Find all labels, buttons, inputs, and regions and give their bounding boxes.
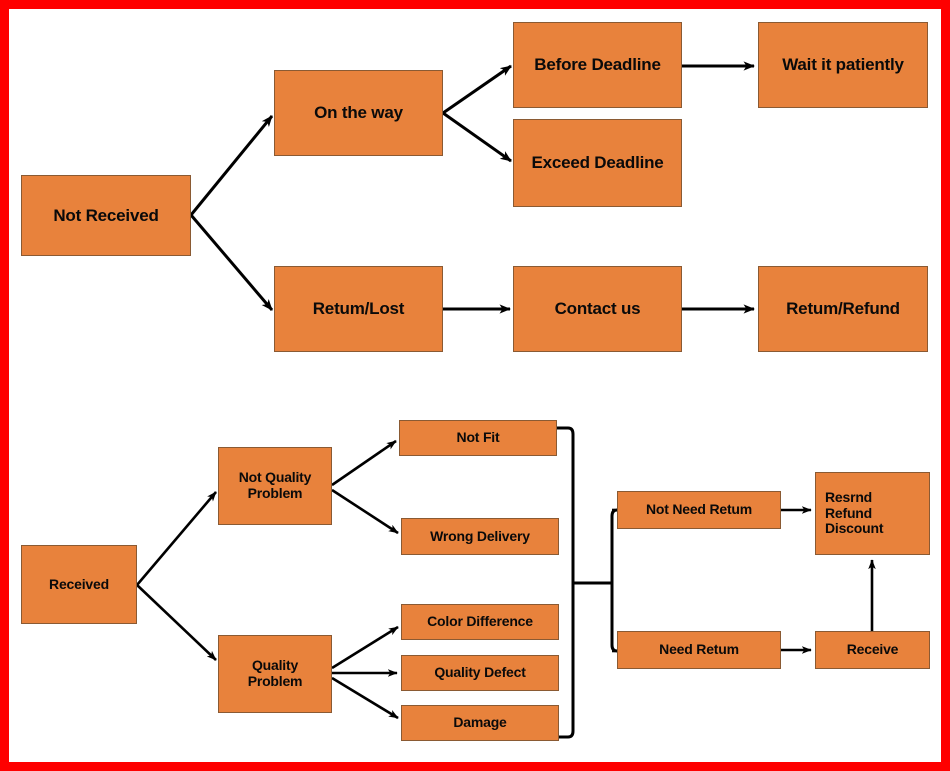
edge-notreceived-returnlost xyxy=(189,214,274,311)
node-label: Before Deadline xyxy=(534,55,661,75)
node-label: Receive xyxy=(846,641,899,658)
node-need-return[interactable]: Need Retum xyxy=(617,631,781,669)
split-bracket-right xyxy=(610,508,622,653)
node-label: Retum/Lost xyxy=(312,299,405,319)
node-resend-refund-discount[interactable]: Resrnd Refund Discount xyxy=(815,472,930,555)
node-label: Resrnd Refund Discount xyxy=(825,488,884,537)
node-label: Retum/Refund xyxy=(786,299,900,319)
node-quality-problem[interactable]: Quality Problem xyxy=(218,635,332,713)
node-quality-defect[interactable]: Quality Defect xyxy=(401,655,559,691)
node-return-refund[interactable]: Retum/Refund xyxy=(758,266,928,352)
edge-ontheway-exceeddeadline xyxy=(442,111,512,163)
node-damage[interactable]: Damage xyxy=(401,705,559,741)
node-wait-it-patiently[interactable]: Wait it patiently xyxy=(758,22,928,108)
node-label: Need Retum xyxy=(659,641,739,658)
edge-quality-damage xyxy=(331,676,399,720)
edge-ontheway-beforedeadline xyxy=(442,64,512,115)
node-label: Not Received xyxy=(53,205,159,225)
node-not-received[interactable]: Not Received xyxy=(21,175,191,256)
node-label: Quality Problem xyxy=(247,657,303,689)
merge-bracket-left xyxy=(557,426,575,739)
node-label: Not Fit xyxy=(456,429,500,446)
node-label: Wrong Delivery xyxy=(430,527,530,544)
node-label: Received xyxy=(49,575,109,592)
node-received[interactable]: Received xyxy=(21,545,137,624)
edge-notreceived-ontheway xyxy=(189,115,274,216)
node-label: Not Need Retum xyxy=(645,501,753,518)
node-contact-us[interactable]: Contact us xyxy=(513,266,682,352)
node-before-deadline[interactable]: Before Deadline xyxy=(513,22,682,108)
node-color-difference[interactable]: Color Difference xyxy=(401,604,559,640)
edge-notquality-wrongdelivery xyxy=(331,488,399,535)
node-return-lost[interactable]: Retum/Lost xyxy=(274,266,443,352)
node-label: Quality Defect xyxy=(434,664,526,681)
edge-quality-colordifference xyxy=(331,625,399,670)
node-label: On the way xyxy=(314,103,403,123)
node-receive[interactable]: Receive xyxy=(815,631,930,669)
node-label: Damage xyxy=(453,714,507,731)
node-not-fit[interactable]: Not Fit xyxy=(399,420,557,456)
node-wrong-delivery[interactable]: Wrong Delivery xyxy=(401,518,559,555)
node-label: Not Quality Problem xyxy=(238,469,312,501)
edge-received-notquality xyxy=(136,491,217,586)
edge-notquality-notfit xyxy=(331,439,397,487)
node-label: Contact us xyxy=(554,299,641,319)
node-exceed-deadline[interactable]: Exceed Deadline xyxy=(513,119,682,207)
node-not-need-return[interactable]: Not Need Retum xyxy=(617,491,781,529)
node-not-quality-problem[interactable]: Not Quality Problem xyxy=(218,447,332,525)
node-label: Exceed Deadline xyxy=(531,153,664,173)
node-label: Color Difference xyxy=(427,613,533,630)
node-label: Wait it patiently xyxy=(782,55,904,75)
edge-received-quality xyxy=(136,584,217,661)
node-on-the-way[interactable]: On the way xyxy=(274,70,443,156)
